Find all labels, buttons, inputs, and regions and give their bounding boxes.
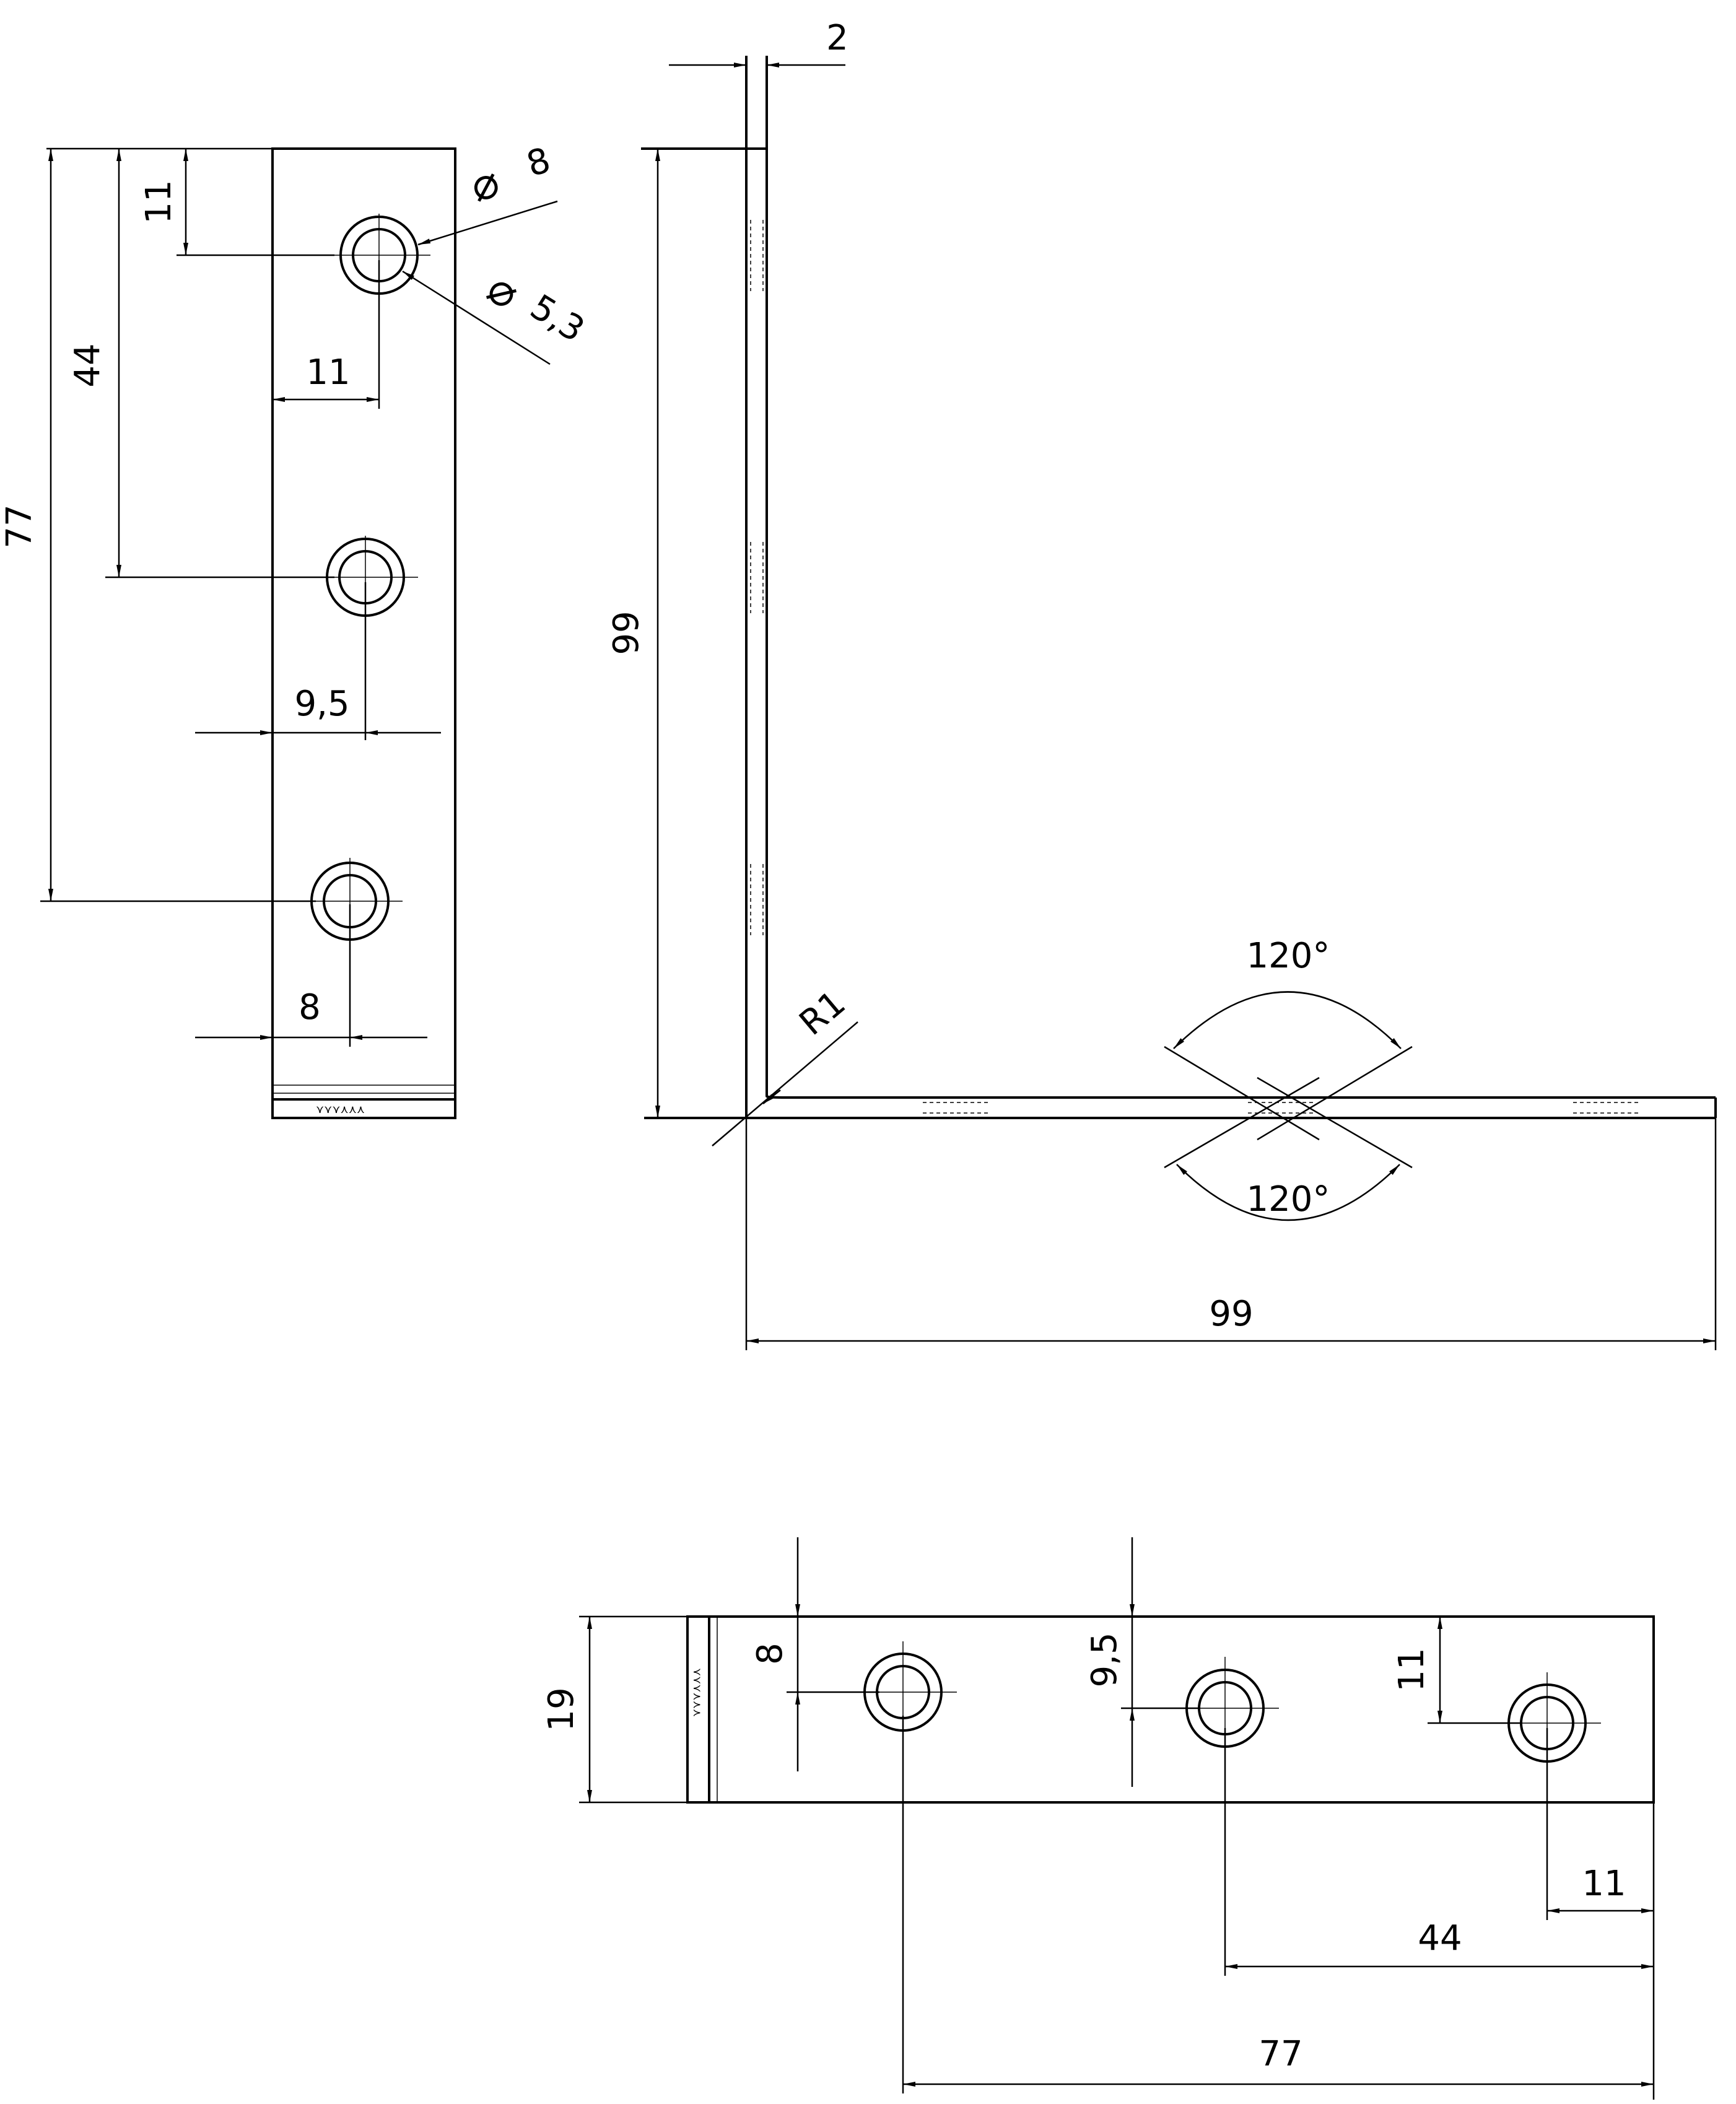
bend-marks: ⋎⋎⋎⋏⋏⋏ — [316, 1103, 365, 1116]
dim-left-9-5: 9,5 — [294, 684, 349, 724]
dim-bottom-9-5: 9,5 — [1084, 1632, 1125, 1687]
dim-left-44-vertical: 44 — [68, 343, 108, 387]
dim-diameter-symbol-inner: ⌀ — [479, 261, 529, 320]
bottom-plate-outline — [686, 1615, 1655, 1804]
dim-angle-top-120: 120° — [1247, 936, 1330, 976]
bottom-view: ⋎⋎⋎⋏⋏⋏ 19 8 — [541, 1537, 1655, 2100]
dim-bottom-77: 77 — [1258, 2034, 1302, 2074]
dim-bottom-8: 8 — [750, 1643, 790, 1665]
dim-bottom-11-horizontal: 11 — [1582, 1864, 1626, 1904]
center-view: 2 99 99 R1 120° 120° — [606, 18, 1717, 1350]
dim-diameter-outer: 8 — [522, 140, 555, 185]
dim-height-99: 99 — [606, 611, 647, 655]
left-view: ⋎⋎⋎⋏⋏⋏ 11 44 — [0, 140, 591, 1119]
dim-left-8: 8 — [299, 987, 321, 1028]
dim-left-11-vertical: 11 — [139, 180, 179, 224]
dim-thickness-2: 2 — [826, 18, 848, 58]
dim-bottom-44: 44 — [1418, 1918, 1462, 1958]
dim-bottom-19: 19 — [541, 1687, 582, 1731]
dim-left-77-vertical: 77 — [0, 504, 40, 548]
bend-marks-bottom: ⋎⋎⋎⋏⋏⋏ — [691, 1668, 704, 1717]
left-plate-outline — [271, 147, 456, 1119]
dim-diameter-symbol-outer: ⌀ — [465, 155, 505, 212]
dim-width-99: 99 — [1209, 1294, 1253, 1334]
dim-diameter-inner: 5,3 — [523, 287, 591, 350]
dim-left-11-horizontal: 11 — [306, 352, 350, 393]
dim-bottom-11-vertical: 11 — [1392, 1648, 1432, 1691]
dim-angle-bottom-120: 120° — [1247, 1179, 1330, 1220]
